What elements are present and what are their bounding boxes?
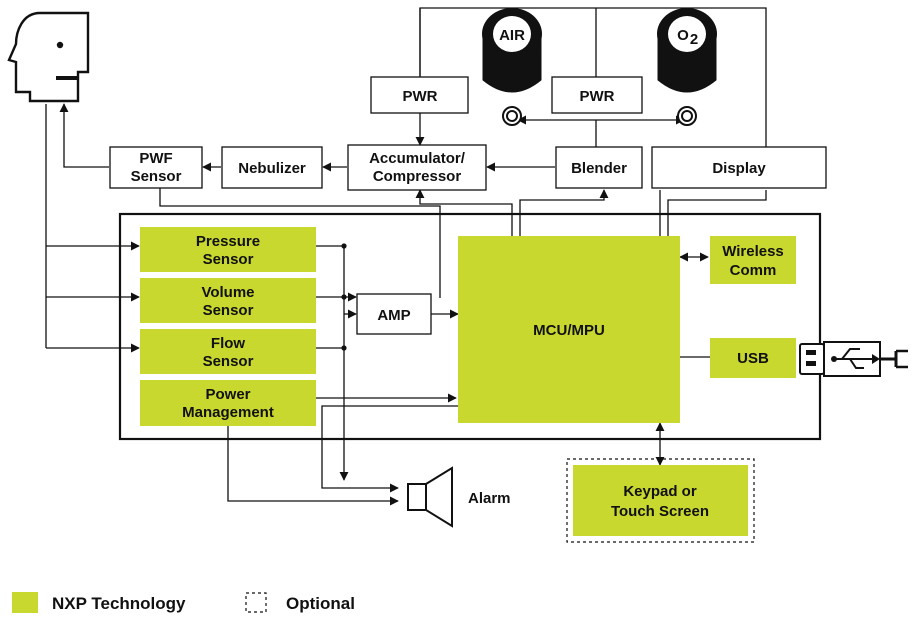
keypad-optional-border <box>566 458 755 543</box>
nebulizer-label: Nebulizer <box>238 160 306 177</box>
pwf-sensor-box <box>109 146 203 189</box>
nebulizer-box <box>221 146 323 189</box>
mcu-to-display-2 <box>667 190 767 236</box>
pressure-label-1: Pressure <box>196 233 260 250</box>
main-board-frame <box>118 212 822 441</box>
power-to-alarm-arrow <box>227 426 399 506</box>
wireless-label-1: Wireless <box>722 243 784 260</box>
accum-label-1: Accumulator/ <box>369 150 466 167</box>
pwf-label-2: Sensor <box>131 168 182 185</box>
pwr-left-box <box>370 76 469 114</box>
pwf-to-mcu-line <box>159 188 441 298</box>
blender-box <box>555 146 643 189</box>
air-cylinder-icon <box>482 8 542 126</box>
usb-block <box>710 338 796 378</box>
legend-nxp-swatch <box>12 592 38 613</box>
pwr-left-label: PWR <box>403 88 438 105</box>
o2-label: O <box>677 27 689 44</box>
accumulator-box <box>347 144 487 191</box>
power-label-1: Power <box>205 386 250 403</box>
alarm-label: Alarm <box>468 490 511 507</box>
air-label: AIR <box>499 27 525 44</box>
o2-cylinder-icon <box>657 8 717 126</box>
keypad-block <box>573 465 748 536</box>
pwf-to-face-arrow <box>59 103 109 168</box>
pwr-right-label: PWR <box>580 88 615 105</box>
accum-label-2: Compressor <box>373 168 462 185</box>
usb-label: USB <box>737 350 769 367</box>
connections <box>45 7 767 506</box>
mcu-to-alarm-arrow <box>321 405 458 493</box>
pressure-sensor-block <box>140 227 316 272</box>
pwf-label-1: PWF <box>139 150 172 167</box>
volume-label-1: Volume <box>201 284 254 301</box>
junction-dots <box>341 243 347 351</box>
volume-sensor-block <box>140 278 316 323</box>
o2-subscript: 2 <box>690 31 698 48</box>
volume-label-2: Sensor <box>203 302 254 319</box>
mcu-label: MCU/MPU <box>533 322 605 339</box>
mcu-to-accum-arrow <box>415 189 513 236</box>
nxp-blocks <box>140 227 796 536</box>
amp-label: AMP <box>377 307 410 324</box>
usb-plug-icon <box>799 341 908 377</box>
keypad-label-1: Keypad or <box>623 483 697 500</box>
blender-label: Blender <box>571 160 627 177</box>
legend: NXP Technology Optional <box>12 592 355 613</box>
power-label-2: Management <box>182 404 274 421</box>
keypad-label-2: Touch Screen <box>611 503 709 520</box>
flow-label-2: Sensor <box>203 353 254 370</box>
flow-sensor-block <box>140 329 316 374</box>
display-label: Display <box>712 160 766 177</box>
amp-box <box>356 293 432 335</box>
alarm-speaker-icon <box>407 466 453 528</box>
legend-nxp-label: NXP Technology <box>52 594 186 613</box>
mcu-block <box>458 236 680 423</box>
legend-optional-swatch <box>245 592 267 613</box>
wireless-comm-block <box>710 236 796 284</box>
legend-optional-label: Optional <box>286 594 355 613</box>
mcu-to-blender-arrow <box>519 189 609 236</box>
flow-label-1: Flow <box>211 335 245 352</box>
pwr-right-box <box>551 76 643 114</box>
power-management-block <box>140 380 316 426</box>
display-box <box>651 146 827 189</box>
wireless-label-2: Comm <box>730 262 777 279</box>
patient-face-icon <box>7 11 90 103</box>
pressure-label-2: Sensor <box>203 251 254 268</box>
